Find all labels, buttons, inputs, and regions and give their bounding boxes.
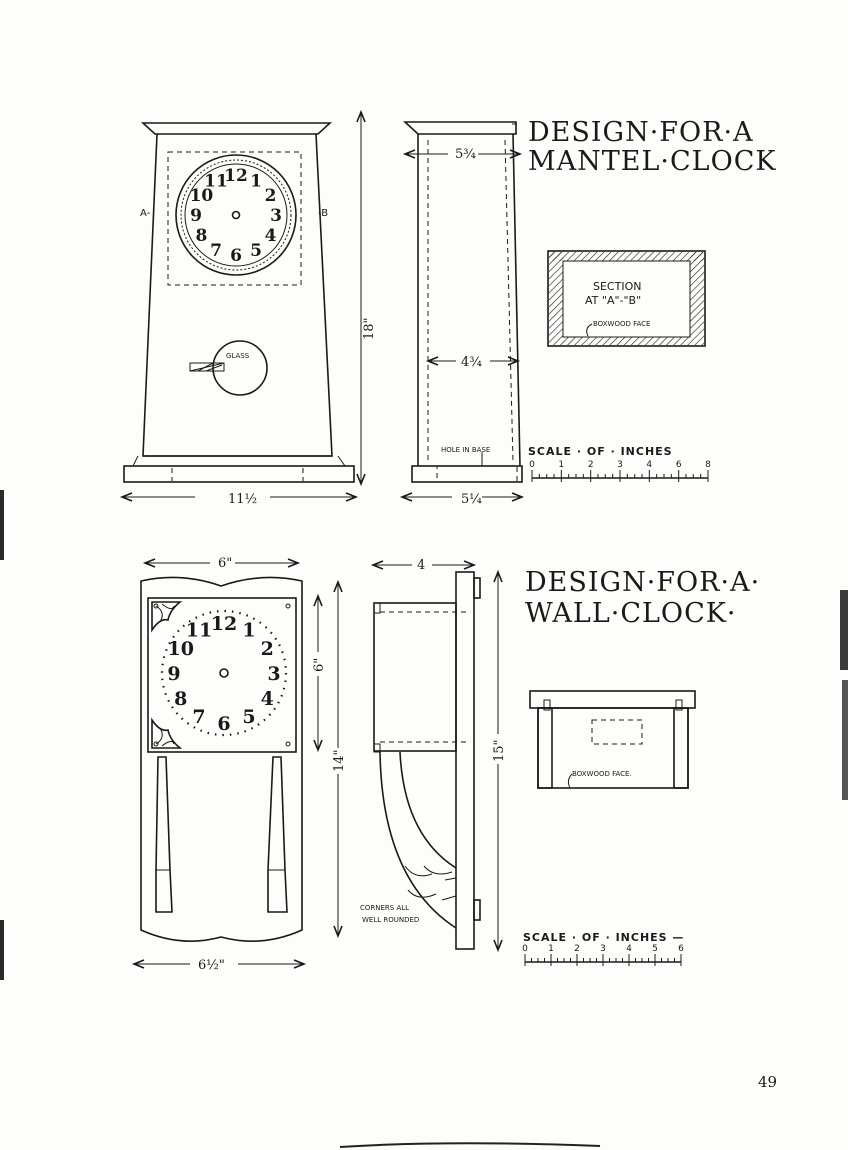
wall-section: BOXWOOD FACE. [529, 690, 696, 789]
dial-numeral: 3 [270, 206, 282, 226]
scan-edge-mark [842, 680, 848, 800]
scale-tick-label: 6 [678, 944, 684, 954]
dial-numeral: 6 [217, 713, 230, 735]
wall-section-face-label: BOXWOOD FACE. [572, 770, 632, 778]
wall-depth-dim: 4 [417, 558, 425, 573]
dial-numeral: 5 [250, 241, 262, 261]
mantel-height-dim: 18" [362, 317, 377, 340]
dial-numeral: 4 [265, 226, 277, 246]
scale-tick-label: 4 [646, 460, 652, 470]
wall-bottom-width-dim: 6½" [198, 958, 225, 973]
dial-numeral: 8 [195, 226, 207, 246]
dial-numeral: 1 [250, 172, 262, 192]
scan-edge-mark [840, 590, 848, 670]
dial-numeral: 7 [192, 706, 205, 728]
scale-tick-label: 0 [529, 460, 535, 470]
scale-tick-label: 1 [548, 944, 554, 954]
mantel-side-top-dim: 5¾ [455, 147, 476, 162]
dial-numeral: 5 [242, 706, 255, 728]
scale-tick-label: 2 [574, 944, 580, 954]
corners-label-2: WELL ROUNDED [362, 916, 419, 924]
section-title: SECTION [593, 280, 641, 293]
dial-numeral: 9 [190, 206, 202, 226]
scale-tick-label: 3 [600, 944, 606, 954]
scan-edge-mark [0, 490, 4, 560]
scale-tick-label: 2 [588, 460, 594, 470]
section-face-label: BOXWOOD FACE [593, 320, 650, 328]
mantel-title-line1: DESIGN·FOR·A [528, 117, 754, 148]
dial-numeral: 2 [265, 186, 277, 206]
dial-numeral: 1 [242, 620, 255, 642]
wall-scale: SCALE · OF · INCHES — 0 1 2 3 4 5 6 [522, 931, 684, 966]
scale-tick-label: 1 [558, 460, 564, 470]
dial-numeral: 11 [204, 172, 228, 192]
scale-tick-label: 5 [652, 944, 658, 954]
dial-numeral: 7 [210, 241, 222, 261]
mantel-scale: SCALE · OF · INCHES 0 1 2 3 4 6 8 [528, 445, 711, 482]
wall-title-line2: WALL·CLOCK· [525, 598, 736, 629]
mantel-title-line2: MANTEL·CLOCK [528, 146, 777, 177]
mantel-side-bottom-dim: 5¼ [461, 492, 482, 507]
scan-edge-mark [0, 920, 4, 980]
hole-label: HOLE IN BASE [441, 446, 490, 454]
dial-numeral: 6 [230, 246, 242, 266]
dial-numeral: 4 [261, 688, 274, 710]
wall-scale-title: SCALE · OF · INCHES — [523, 931, 684, 944]
wall-title-line1: DESIGN·FOR·A· [525, 567, 760, 598]
glass-label: GLASS [226, 352, 250, 360]
dial-numeral: 12 [224, 166, 248, 186]
wall-front-height-dim: 14" [332, 749, 347, 772]
section-mark-a: A- [140, 208, 151, 219]
dial-numeral: 11 [186, 620, 212, 642]
dial-numeral: 9 [167, 663, 180, 685]
dial-numeral: 8 [174, 688, 187, 710]
mantel-side-elevation: 5¾ 4¾ HOLE IN BASE 5¼ [399, 121, 525, 507]
section-mark-b: -B [318, 208, 328, 219]
scale-tick-label: 4 [626, 944, 632, 954]
scale-tick-label: 8 [705, 460, 711, 470]
scale-tick-label: 0 [522, 944, 528, 954]
wall-side-height-dim: 15" [492, 739, 507, 762]
mantel-side-mid-dim: 4¾ [461, 355, 482, 370]
page-number: 49 [758, 1073, 777, 1091]
mantel-width-dim: 11½ [228, 492, 257, 507]
dial-numeral: 10 [190, 186, 214, 206]
mantel-section-ab: SECTION AT "A"-"B" BOXWOOD FACE [547, 250, 706, 347]
wall-top-width-dim: 6" [218, 556, 232, 571]
wall-side-elevation: CORNERS ALL WELL ROUNDED 4 15" [360, 558, 507, 953]
mantel-scale-title: SCALE · OF · INCHES [528, 445, 673, 458]
scan-edge-mark [339, 1142, 601, 1148]
section-subtitle: AT "A"-"B" [585, 294, 641, 307]
scale-tick-label: 6 [676, 460, 682, 470]
dial-numeral: 12 [211, 613, 237, 635]
dial-numeral: 3 [267, 663, 280, 685]
scale-tick-label: 3 [617, 460, 623, 470]
dial-numeral: 2 [261, 638, 274, 660]
wall-dial-height-dim: 6" [312, 658, 327, 672]
dial-numeral: 10 [167, 638, 193, 660]
corners-label-1: CORNERS ALL [360, 904, 409, 912]
